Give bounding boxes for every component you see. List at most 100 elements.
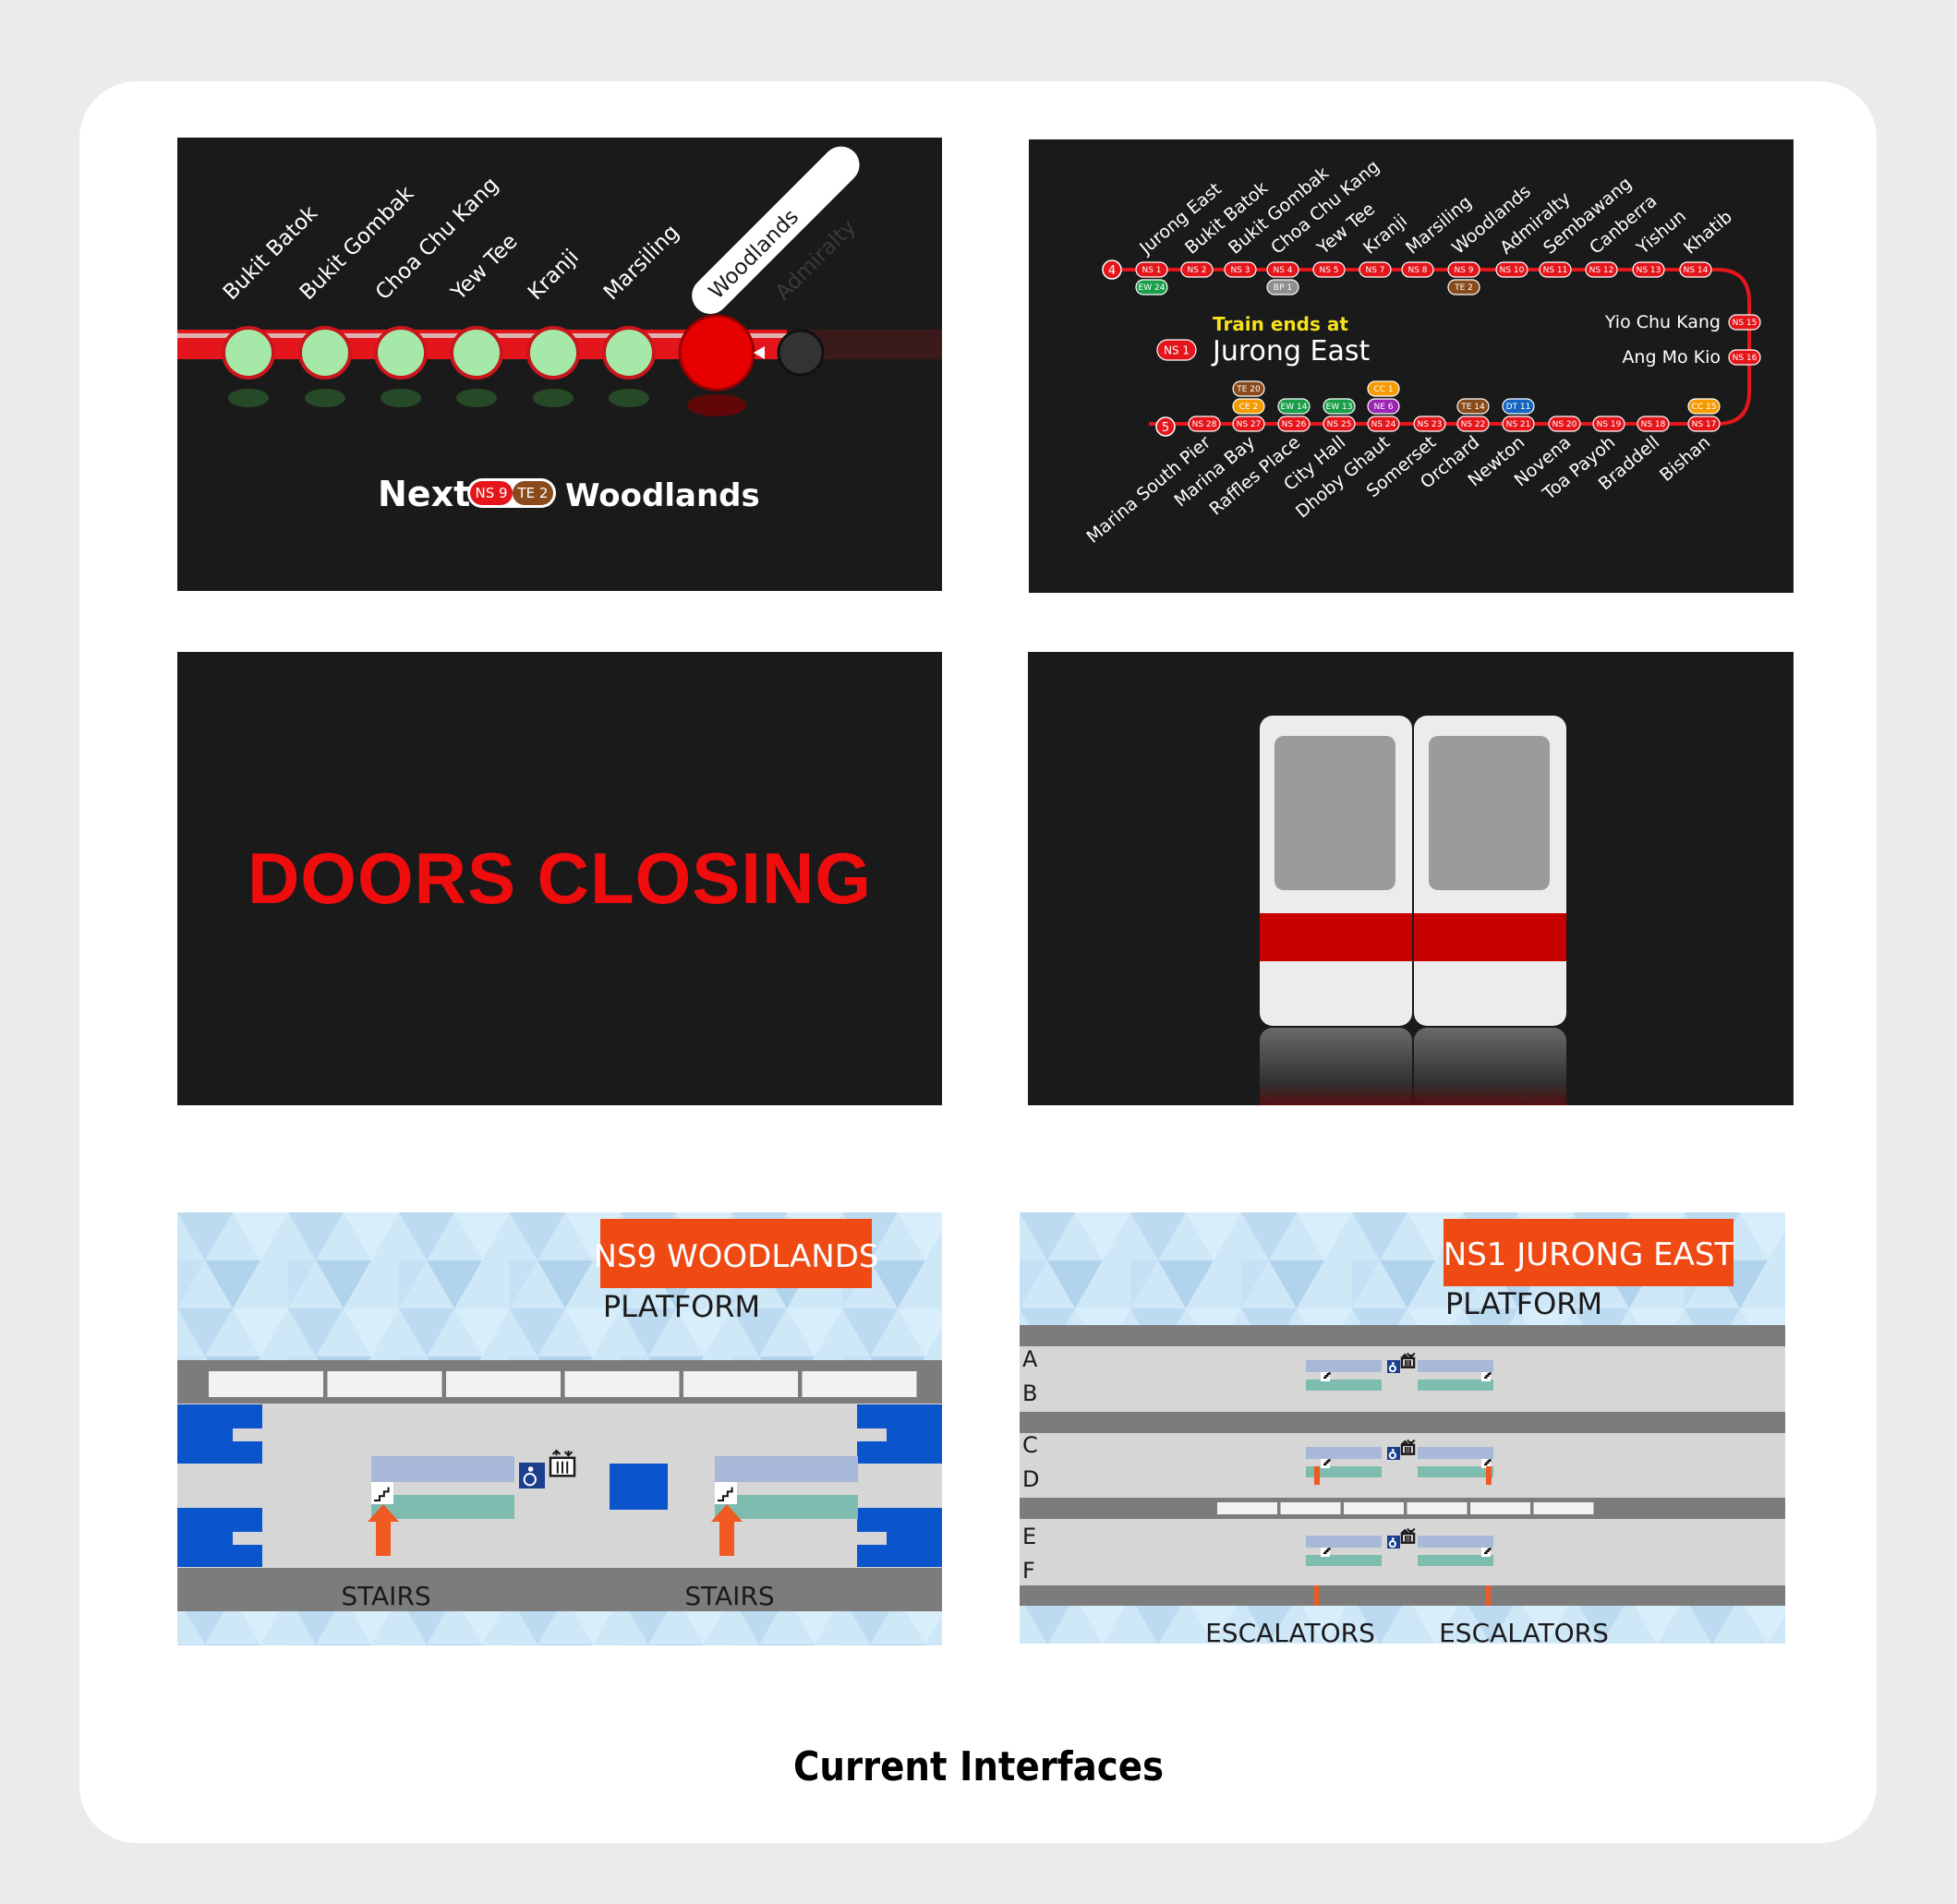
- bottom-station-code-2-bg: [1232, 416, 1265, 432]
- bottom-interchange-code-6-1: DT 11: [1502, 398, 1535, 415]
- platform-heading: PLATFORM: [603, 1289, 760, 1324]
- current-station-marker: [678, 314, 755, 392]
- door-reflection: [1260, 1028, 1566, 1105]
- platform-4-text: 4: [1108, 264, 1116, 278]
- top-station-code-10-bg: [1539, 261, 1572, 278]
- bottom-interchange-code-4-2-bg: [1367, 398, 1400, 415]
- platform-screen-door-3: [446, 1371, 561, 1397]
- station-label-5: Kranji: [524, 245, 584, 305]
- bottom-interchange-code-2-1-bg: [1277, 398, 1311, 415]
- bottom-station-code-7-bg: [1456, 416, 1490, 432]
- escalator-arrow-right: [1486, 1466, 1492, 1485]
- direction-arrow-icon: [754, 346, 765, 359]
- doors-closing-panel: DOORS CLOSING: [177, 652, 942, 1105]
- station-title: NS9 WOODLANDS: [594, 1238, 879, 1275]
- bottom-interchange-code-4-2: NE 6: [1367, 398, 1400, 415]
- top-interchange-code-3-text: TE 2: [1454, 283, 1473, 293]
- bottom-station-code-10-bg: [1592, 416, 1625, 432]
- top-station-code-4-bg: [1266, 261, 1299, 278]
- door-letter-B: B: [1022, 1380, 1037, 1406]
- station-marker-2: [298, 326, 352, 380]
- right-station-code-2: NS 16: [1728, 349, 1761, 366]
- track-bottom: [177, 1568, 942, 1611]
- bottom-interchange-code-5-1-bg: [1456, 398, 1490, 415]
- right-station-code-1: NS 15: [1728, 314, 1761, 331]
- stairs-label-2: STAIRS: [684, 1581, 774, 1611]
- platform-end-block-2: [177, 1508, 262, 1567]
- stair-bottom-right-3: [1418, 1555, 1493, 1566]
- platform-screen-door-1: [209, 1371, 323, 1397]
- bottom-interchange-code-1-2-bg: [1232, 398, 1265, 415]
- screen-door-4: [1407, 1502, 1468, 1514]
- bottom-station-code-5-text: NS 24: [1371, 420, 1396, 429]
- top-station-code-12-bg: [1632, 261, 1665, 278]
- lift-icon-1-arrows: [1400, 1352, 1416, 1359]
- door-letter-D: D: [1022, 1466, 1039, 1492]
- right-station-code-2-text: NS 16: [1733, 354, 1758, 363]
- top-station-code-12-text: NS 13: [1637, 266, 1661, 275]
- wheelchair-icon-3: [1387, 1536, 1400, 1549]
- bottom-station-code-4: NS 25: [1323, 416, 1356, 432]
- escalators-label-1: ESCALATORS: [1205, 1618, 1375, 1644]
- stairs-icon-2: [715, 1482, 737, 1504]
- door-letter-E: E: [1022, 1524, 1036, 1549]
- top-station-code-6-text: NS 7: [1365, 266, 1384, 275]
- stair-top-2: [715, 1456, 858, 1482]
- top-station-code-12: NS 13: [1632, 261, 1665, 278]
- bottom-station-code-4-text: NS 25: [1327, 420, 1352, 429]
- stair-bottom-left-3: [1306, 1555, 1382, 1566]
- platform-5-text: 5: [1162, 421, 1169, 435]
- top-station-code-10: NS 11: [1539, 261, 1572, 278]
- top-interchange-code-1: EW 24: [1135, 279, 1168, 295]
- platform-screen-door-6: [802, 1371, 917, 1397]
- right-station-code-2-bg: [1728, 349, 1761, 366]
- top-station-code-2-text: NS 2: [1187, 266, 1206, 275]
- bottom-station-code-1: NS 28: [1188, 416, 1221, 432]
- bottom-interchange-code-4-1-bg: [1367, 380, 1400, 397]
- station-marker-5: [526, 326, 580, 380]
- top-station-code-8-text: NS 9: [1454, 266, 1473, 275]
- current-station-label-bg: [692, 146, 860, 314]
- stair-bottom-right-1: [1418, 1380, 1493, 1391]
- top-station-code-2-bg: [1180, 261, 1214, 278]
- escalator-exit-left: [1314, 1585, 1319, 1606]
- bottom-station-code-8-text: NS 21: [1506, 420, 1531, 429]
- terminus-station-name: Jurong East: [1211, 335, 1370, 368]
- top-station-code-9-text: NS 10: [1500, 266, 1525, 275]
- top-station-code-1-bg: [1135, 261, 1168, 278]
- stairs-icon-left-3-steps: [1323, 1548, 1331, 1554]
- stairs-label-1: STAIRS: [341, 1581, 430, 1611]
- top-station-code-8-bg: [1447, 261, 1480, 278]
- stairs-icon-right-1: [1481, 1372, 1492, 1381]
- platform-screen-door-5: [683, 1371, 798, 1397]
- bottom-station-code-1-text: NS 28: [1192, 420, 1217, 429]
- bottom-station-label-12: Bishan: [1656, 432, 1714, 486]
- top-interchange-code-3: TE 2: [1447, 279, 1480, 295]
- bottom-station-code-9: NS 20: [1548, 416, 1581, 432]
- bottom-station-code-4-bg: [1323, 416, 1356, 432]
- wheelchair-icon-1: [1387, 1360, 1400, 1373]
- stair-bottom-left-2: [1306, 1466, 1382, 1477]
- stair-top-right-1: [1418, 1360, 1493, 1372]
- stair-top-1: [371, 1456, 514, 1482]
- top-station-code-13-bg: [1679, 261, 1712, 278]
- lift-icon-2-arrows: [1400, 1439, 1416, 1446]
- top-station-code-1: NS 1: [1135, 261, 1168, 278]
- platform-screen-door-2: [327, 1371, 442, 1397]
- right-station-label-1: Yio Chu Kang: [1604, 312, 1721, 332]
- screen-door-3: [1344, 1502, 1404, 1514]
- bottom-interchange-code-6-1-text: DT 11: [1506, 403, 1531, 412]
- top-station-code-10-text: NS 11: [1543, 266, 1568, 275]
- bottom-station-code-11: NS 18: [1637, 416, 1670, 432]
- escalators-label-2: ESCALATORS: [1439, 1618, 1609, 1644]
- top-station-code-1-text: NS 1: [1142, 266, 1161, 275]
- top-station-code-2: NS 2: [1180, 261, 1214, 278]
- bottom-interchange-code-4-2-text: NE 6: [1373, 403, 1393, 412]
- platform-4-badge: [1102, 259, 1122, 280]
- bottom-interchange-code-1-2: CE 2: [1232, 398, 1265, 415]
- stair-top-right-2: [1418, 1447, 1493, 1459]
- terminus-code-badge: NS 1: [1156, 339, 1197, 361]
